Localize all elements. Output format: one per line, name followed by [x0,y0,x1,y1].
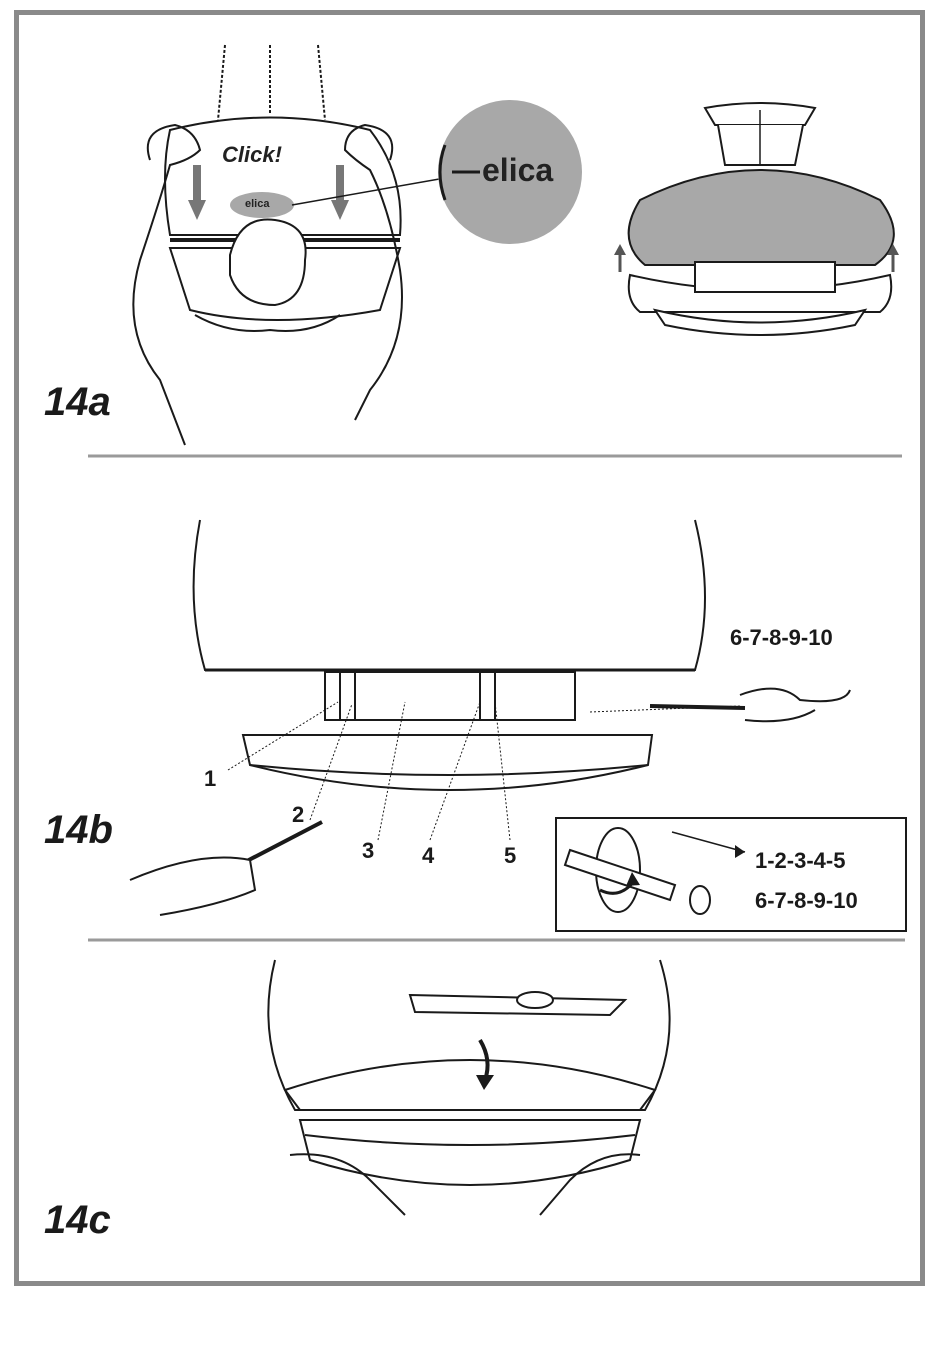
inset-callout-1-5: 1-2-3-4-5 [755,848,845,874]
callout-4: 4 [422,843,434,869]
elica-logo-large: elica [482,152,553,189]
callout-1: 1 [204,766,216,792]
callout-3: 3 [362,838,374,864]
callout-5: 5 [504,843,516,869]
callout-6-10: 6-7-8-9-10 [730,625,833,651]
fig14c-label: 14c [44,1198,111,1243]
fig14b-label: 14b [44,808,113,853]
fig14a-label: 14a [44,380,111,425]
fig14a-left-illustration [133,45,445,445]
click-text: Click! [222,142,282,168]
inset-callout-6-10: 6-7-8-9-10 [755,888,858,914]
fig14c-illustration [268,960,669,1215]
fig14a-right-illustration [614,103,899,335]
callout-2: 2 [292,802,304,828]
elica-logo-small: elica [245,198,269,210]
